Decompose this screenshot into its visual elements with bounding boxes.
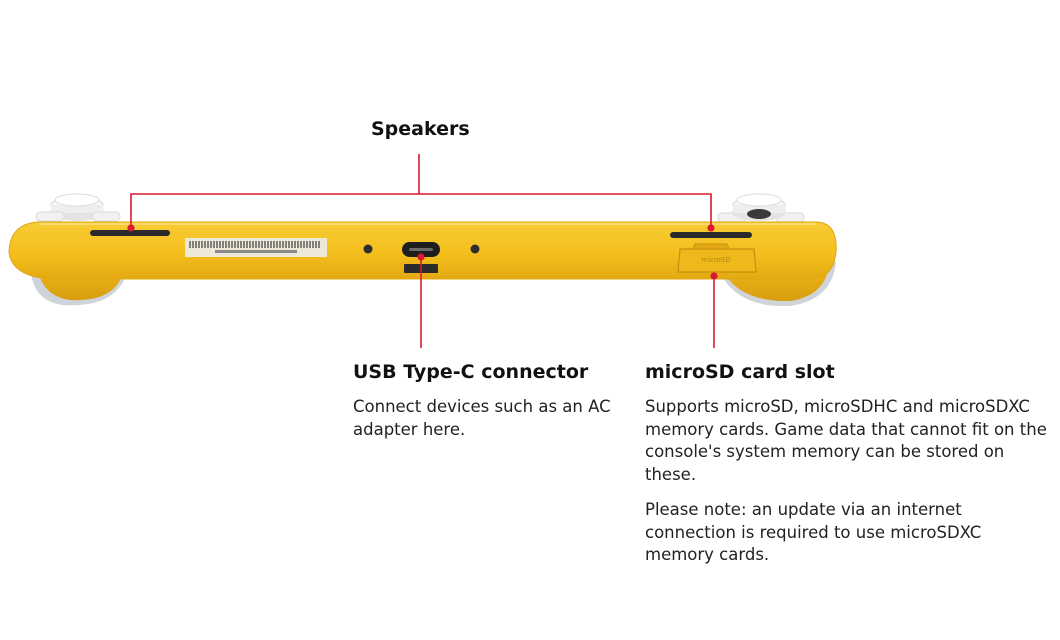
right-speaker-icon bbox=[670, 232, 752, 238]
screw-right-icon bbox=[470, 244, 480, 254]
microsd-slot-description: Supports microSD, microSDHC and microSDX… bbox=[645, 397, 1047, 484]
speakers-callout-dot-left bbox=[127, 224, 135, 232]
speakers-callout-dot-right bbox=[707, 224, 715, 232]
right-stick-icon bbox=[717, 193, 805, 223]
speakers-callout-line bbox=[130, 154, 712, 226]
microsd-callout-dot bbox=[710, 272, 718, 280]
product-label-icon bbox=[185, 238, 327, 257]
microsd-cover-text: microSD bbox=[701, 256, 730, 264]
screw-left-icon bbox=[363, 244, 373, 254]
microsd-slot-cover-icon: microSD bbox=[677, 243, 757, 273]
left-speaker-icon bbox=[90, 230, 170, 236]
usb-callout-dot bbox=[417, 253, 425, 261]
speakers-heading: Speakers bbox=[371, 118, 470, 140]
microsd-slot-note: Please note: an update via an internet c… bbox=[645, 500, 982, 564]
usb-c-port-icon bbox=[402, 242, 440, 257]
usb-connector-description: Connect devices such as an AC adapter he… bbox=[353, 397, 611, 439]
left-bumper-icon bbox=[35, 211, 121, 222]
microsd-slot-heading: microSD card slot bbox=[645, 361, 835, 383]
usb-connector-heading: USB Type-C connector bbox=[353, 361, 589, 383]
